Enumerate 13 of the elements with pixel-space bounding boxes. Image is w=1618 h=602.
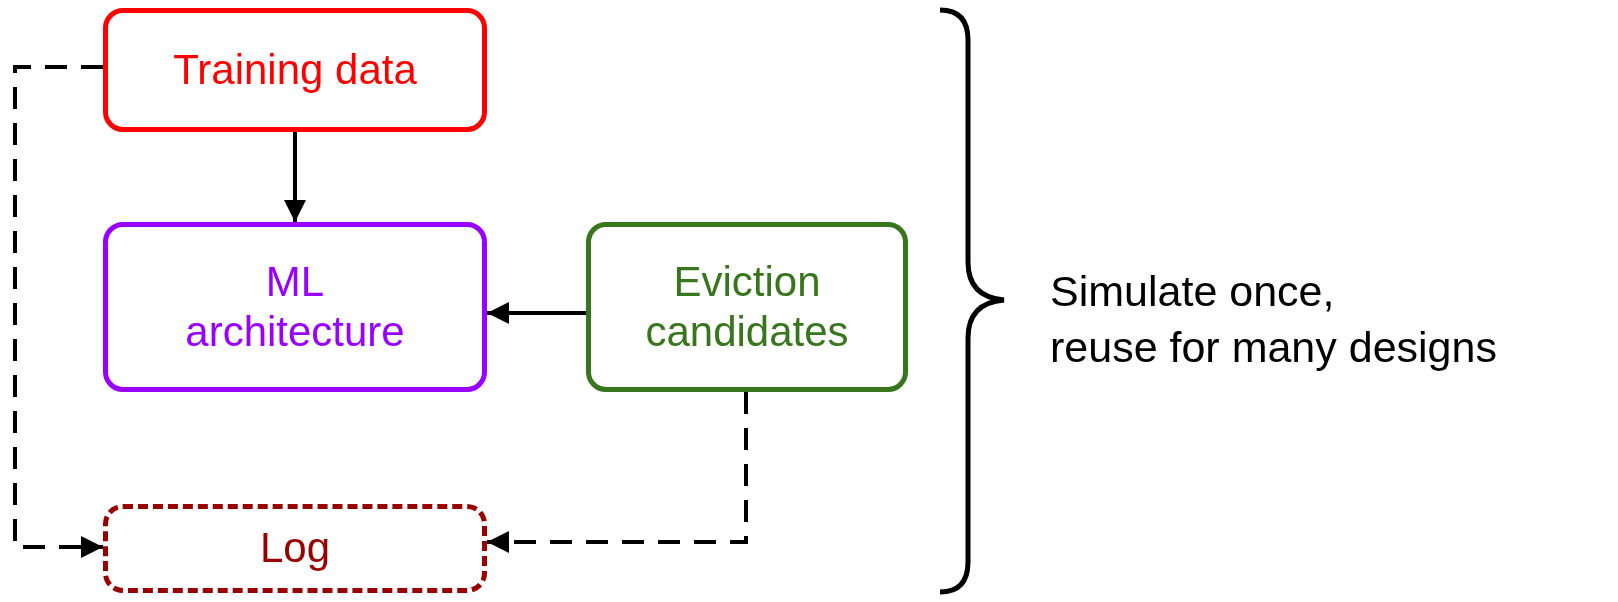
arrow <box>487 302 586 324</box>
box-label: ML architecture <box>184 256 406 357</box>
annotation-text: Simulate once, reuse for many designs <box>1050 266 1498 373</box>
process-box <box>103 8 487 132</box>
dashed-arrow <box>487 392 748 553</box>
dashed-arrow <box>13 65 103 558</box>
arrow <box>284 132 306 222</box>
process-box <box>103 222 487 392</box>
process-box <box>586 222 908 392</box>
box-label: Training data <box>173 44 417 95</box>
box-label: Log <box>259 523 331 574</box>
box-label: Eviction candidates <box>644 256 850 357</box>
process-box <box>103 504 487 593</box>
